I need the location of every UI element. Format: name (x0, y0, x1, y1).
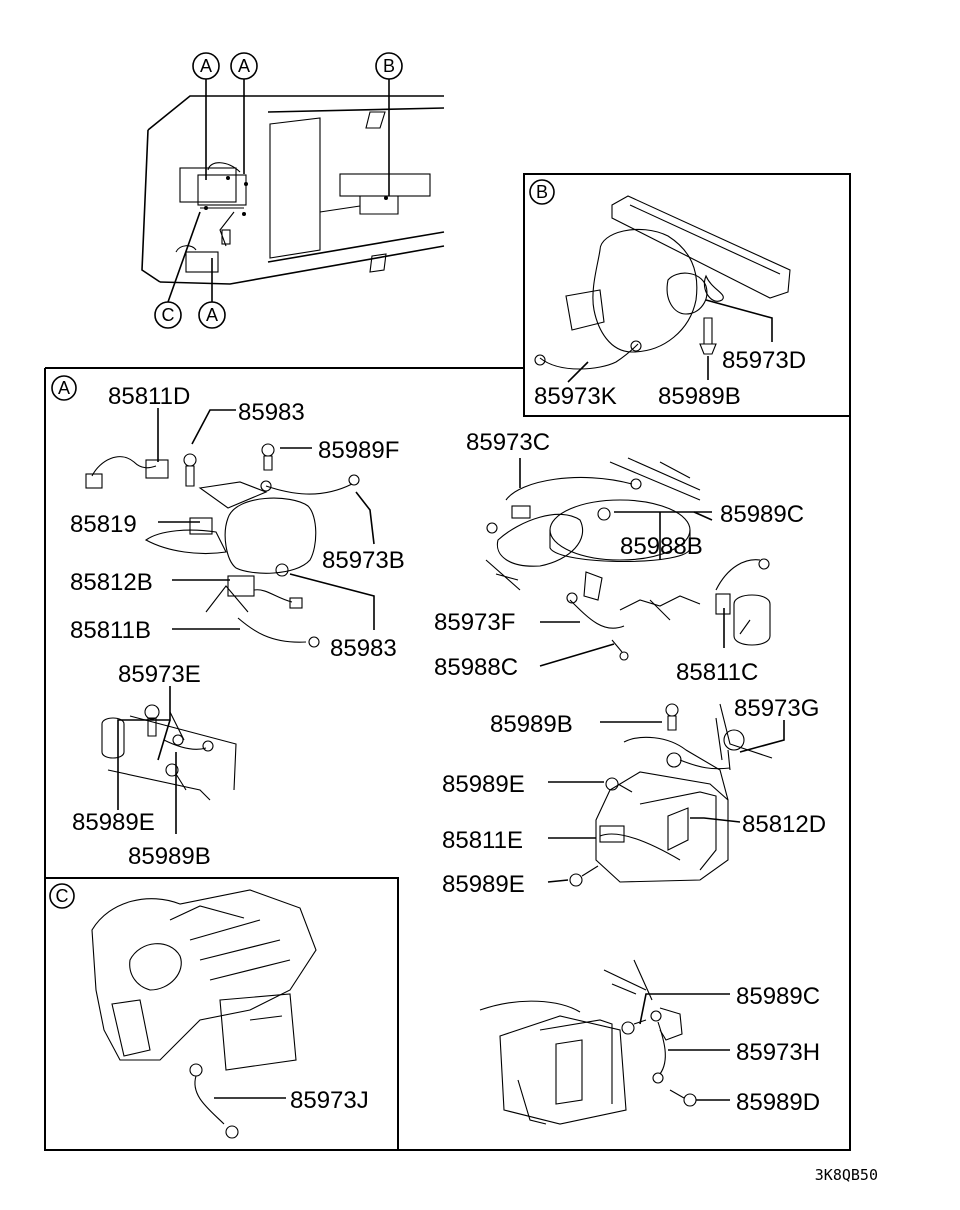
section-a-engine-right-drawing (485, 457, 771, 661)
label-85973C: 85973C (466, 429, 550, 456)
section-c-frame (44, 877, 399, 1151)
label-85973B: 85973B (322, 547, 405, 574)
label-85989E-left: 85989E (72, 809, 155, 836)
label-85819: 85819 (70, 511, 137, 538)
label-85811E: 85811E (442, 827, 523, 854)
section-a-frame (44, 367, 851, 1151)
svg-text:A: A (58, 378, 70, 398)
label-85812B: 85812B (70, 569, 153, 596)
callout-circle-a-bottom: A (198, 301, 226, 329)
label-85983-bottom: 85983 (330, 635, 397, 662)
leader-lines (117, 299, 785, 1101)
label-85989C-mid: 85989C (720, 501, 804, 528)
label-85989E-mid2: 85989E (442, 871, 525, 898)
label-85973H: 85973H (736, 1039, 820, 1066)
svg-text:B: B (536, 182, 548, 202)
label-85973G: 85973G (734, 695, 819, 722)
section-c-engine-drawing (91, 889, 317, 1139)
label-85983-top: 85983 (238, 399, 305, 426)
label-85812D: 85812D (742, 811, 826, 838)
label-85973J: 85973J (290, 1087, 369, 1114)
label-85989E-mid1: 85989E (442, 771, 525, 798)
section-label-b: B (529, 179, 555, 205)
label-85973K: 85973K (534, 383, 617, 410)
svg-text:B: B (383, 56, 395, 76)
callout-circle-b-top: B (375, 52, 403, 80)
label-85988C: 85988C (434, 654, 518, 681)
section-a-ignition-coil-drawing (85, 443, 360, 801)
section-label-c: C (49, 883, 75, 909)
label-85973E: 85973E (118, 661, 201, 688)
callout-circle-a-top-left: A (192, 52, 220, 80)
label-85989B-mid: 85989B (490, 711, 573, 738)
label-85973F: 85973F (434, 609, 515, 636)
svg-text:A: A (206, 305, 218, 325)
svg-text:C: C (162, 305, 175, 325)
label-85989B-section-b: 85989B (658, 383, 741, 410)
label-85989D: 85989D (736, 1089, 820, 1116)
label-85989F: 85989F (318, 437, 399, 464)
vehicle-overview (141, 78, 445, 303)
diagram-code: 3K8QB50 (815, 1166, 878, 1184)
section-label-a: A (51, 375, 77, 401)
section-b-frame (523, 173, 851, 417)
svg-text:A: A (200, 56, 212, 76)
callout-circle-a-top-right: A (230, 52, 258, 80)
section-a-engine-lower-drawing (479, 959, 697, 1125)
svg-text:A: A (238, 56, 250, 76)
label-85989B-left: 85989B (128, 843, 211, 870)
section-b-transmission-drawing (534, 195, 791, 370)
section-a-engine-middle-drawing (569, 703, 773, 887)
svg-text:C: C (56, 886, 69, 906)
label-85988B: 85988B (620, 533, 703, 560)
label-85973D: 85973D (722, 347, 806, 374)
label-85811B: 85811B (70, 617, 151, 644)
label-85989C-low: 85989C (736, 983, 820, 1010)
label-85811C: 85811C (676, 659, 758, 686)
callout-circle-c-top: C (154, 301, 182, 329)
label-85811D: 85811D (108, 383, 190, 410)
